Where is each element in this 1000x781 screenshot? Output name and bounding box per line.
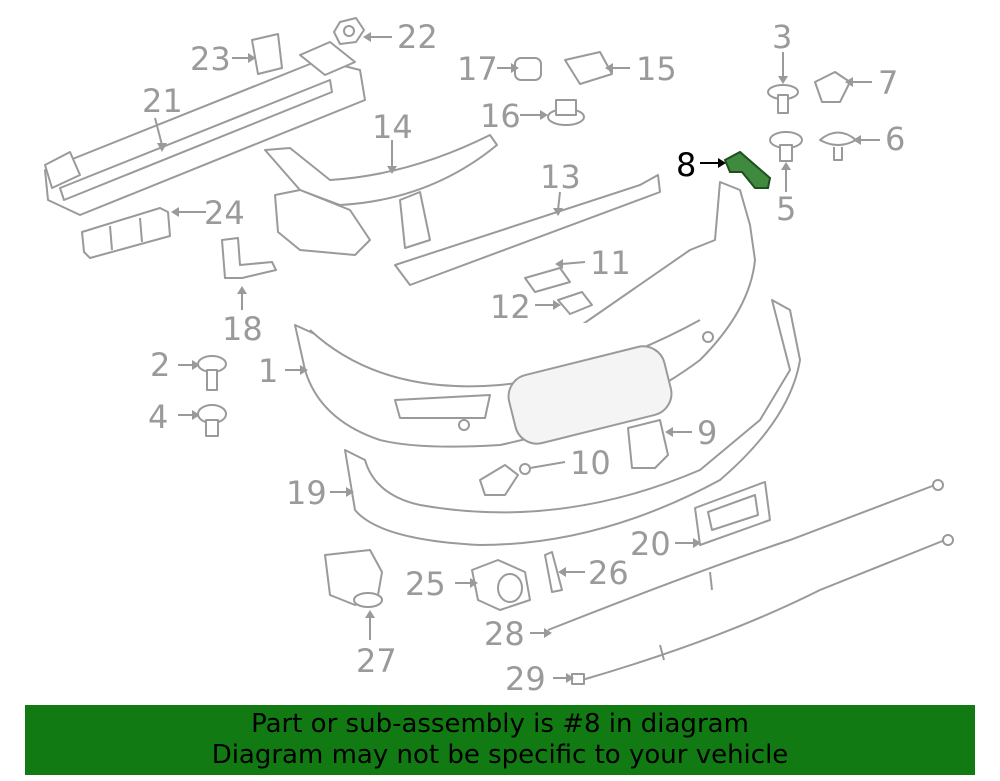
part-2-screw[interactable] bbox=[197, 355, 227, 391]
part-3-screw[interactable] bbox=[767, 84, 799, 114]
callout-24: 24 bbox=[204, 194, 245, 232]
callout-7: 7 bbox=[878, 64, 898, 102]
part-14-carrier[interactable] bbox=[264, 134, 498, 256]
part-27-sensor[interactable] bbox=[324, 549, 383, 608]
callout-10: 10 bbox=[570, 444, 611, 482]
part-15-clip[interactable] bbox=[564, 51, 613, 85]
part-5-screw[interactable] bbox=[769, 131, 803, 162]
callout-28: 28 bbox=[484, 615, 525, 653]
callout-18: 18 bbox=[222, 310, 263, 348]
callout-26: 26 bbox=[588, 554, 629, 592]
callout-29: 29 bbox=[505, 660, 546, 698]
part-26-seal[interactable] bbox=[544, 551, 563, 593]
part-6-clip[interactable] bbox=[819, 131, 857, 161]
part-20-license-bracket[interactable] bbox=[694, 481, 771, 546]
part-13-guide-bracket[interactable] bbox=[394, 174, 661, 286]
part-8-bracket-highlighted[interactable] bbox=[723, 150, 772, 189]
part-1-bumper-cover[interactable] bbox=[294, 181, 756, 448]
banner-line-1: Part or sub-assembly is #8 in diagram bbox=[251, 709, 749, 739]
banner-line-2: Diagram may not be specific to your vehi… bbox=[211, 740, 789, 770]
callout-5: 5 bbox=[776, 190, 796, 228]
callout-12: 12 bbox=[490, 288, 531, 326]
part-12-bracket[interactable] bbox=[557, 291, 593, 315]
part-18-bracket[interactable] bbox=[221, 237, 277, 279]
part-11-bracket[interactable] bbox=[524, 267, 571, 293]
callout-2: 2 bbox=[150, 346, 170, 384]
part-22-nut[interactable] bbox=[333, 17, 365, 45]
part-19-lower-cover[interactable] bbox=[344, 299, 801, 546]
callout-15: 15 bbox=[636, 50, 677, 88]
callout-14: 14 bbox=[372, 108, 413, 146]
callout-9: 9 bbox=[697, 414, 717, 452]
callout-1: 1 bbox=[258, 352, 278, 390]
part-9-cover[interactable] bbox=[627, 419, 669, 469]
callout-17: 17 bbox=[457, 50, 498, 88]
part-29-wire-harness[interactable] bbox=[571, 534, 954, 685]
callout-8-highlighted: 8 bbox=[676, 146, 696, 184]
callout-27: 27 bbox=[356, 642, 397, 680]
part-24-bracket[interactable] bbox=[81, 207, 171, 259]
callout-6: 6 bbox=[885, 120, 905, 158]
callout-11: 11 bbox=[590, 244, 631, 282]
part-21-reinforcement-beam[interactable] bbox=[44, 41, 366, 216]
part-10-cap[interactable] bbox=[479, 464, 519, 496]
part-16-nut[interactable] bbox=[547, 99, 585, 126]
part-25-sensor-bracket[interactable] bbox=[471, 559, 531, 611]
info-banner: Part or sub-assembly is #8 in diagram Di… bbox=[25, 705, 975, 775]
part-28-wire-harness[interactable] bbox=[547, 479, 944, 631]
parts-diagram: 1 2 3 4 5 6 7 8 9 10 11 12 13 14 15 16 1… bbox=[44, 17, 954, 698]
callout-21: 21 bbox=[142, 82, 183, 120]
callout-23: 23 bbox=[190, 40, 231, 78]
callout-4: 4 bbox=[148, 398, 168, 436]
callout-13: 13 bbox=[540, 158, 581, 196]
callout-20: 20 bbox=[630, 525, 671, 563]
callout-19: 19 bbox=[286, 474, 327, 512]
part-4-clip[interactable] bbox=[197, 404, 227, 437]
part-7-clip[interactable] bbox=[814, 71, 851, 103]
part-23-plate[interactable] bbox=[251, 33, 283, 75]
callout-16: 16 bbox=[480, 97, 521, 135]
callout-25: 25 bbox=[405, 565, 446, 603]
callout-22: 22 bbox=[397, 18, 438, 56]
part-17-spacer[interactable] bbox=[514, 57, 542, 81]
callout-3: 3 bbox=[772, 18, 792, 56]
leader-lines bbox=[154, 32, 880, 683]
